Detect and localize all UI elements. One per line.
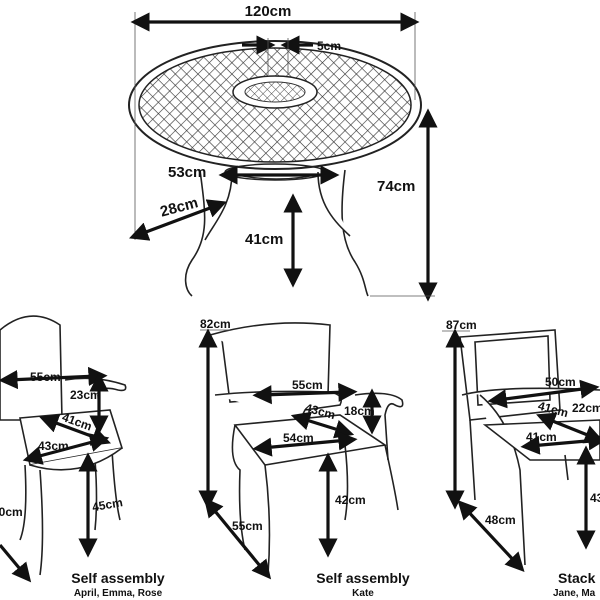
chair-jane-drawing bbox=[459, 329, 600, 566]
chair3-arm-height-label: 22cm bbox=[572, 401, 600, 415]
table-clearance-label: 41cm bbox=[245, 231, 283, 248]
chair1-model-names: April, Emma, Rose bbox=[74, 588, 163, 599]
chair1-width-label: 55cm bbox=[30, 370, 61, 384]
chair-kate-drawing bbox=[209, 322, 404, 576]
chair2-depth-label: 55cm bbox=[232, 519, 263, 533]
chair2-assembly-title: Self assembly bbox=[316, 570, 410, 586]
chair2-height-label: 82cm bbox=[200, 317, 231, 331]
table-height-label: 74cm bbox=[377, 178, 415, 195]
chair2-model-names: Kate bbox=[352, 588, 374, 599]
chair1-depth-label: 60cm bbox=[0, 505, 23, 519]
chair1-assembly-title: Self assembly bbox=[71, 570, 165, 586]
chair2-width-label: 55cm bbox=[292, 378, 323, 392]
chair1-seat-width-label: 43cm bbox=[38, 439, 69, 453]
table-rim-gap-label: 5cm bbox=[317, 39, 341, 53]
chair3-seat-height-label: 43 bbox=[590, 491, 600, 505]
chair3-model-names: Jane, Ma bbox=[553, 588, 596, 599]
chair-kate-dimensions: 82cm 55cm 43cm 18cm 54cm 42cm 55cm Self … bbox=[198, 317, 410, 599]
table-base-width-label: 53cm bbox=[168, 164, 206, 181]
chair2-arm-height-label: 18cm bbox=[344, 404, 375, 418]
chair3-height-label: 87cm bbox=[446, 318, 477, 332]
chair3-assembly-title: Stack bbox=[558, 570, 596, 586]
chair3-depth-label: 48cm bbox=[485, 513, 516, 527]
chair2-seat-height-label: 42cm bbox=[335, 493, 366, 507]
chair3-seat-width-label: 41cm bbox=[526, 430, 557, 444]
chair1-arm-height-label: 23cm bbox=[70, 388, 101, 402]
chair2-seat-width-label: 54cm bbox=[283, 431, 314, 445]
chair-april-dimensions: 55cm 23cm 41cm 43cm 45cm 60cm Self assem… bbox=[0, 366, 165, 599]
chair3-width-label: 50cm bbox=[545, 375, 576, 389]
table-diameter-label: 120cm bbox=[245, 3, 292, 20]
table-base-depth-label: 28cm bbox=[158, 194, 199, 220]
chair-jane-dimensions: 87cm 50cm 41cm 22cm 41cm 43 48cm Stack J… bbox=[442, 318, 600, 599]
chair3-seat-depth-label: 41cm bbox=[537, 399, 570, 420]
chair1-seat-height-label: 45cm bbox=[91, 495, 124, 514]
